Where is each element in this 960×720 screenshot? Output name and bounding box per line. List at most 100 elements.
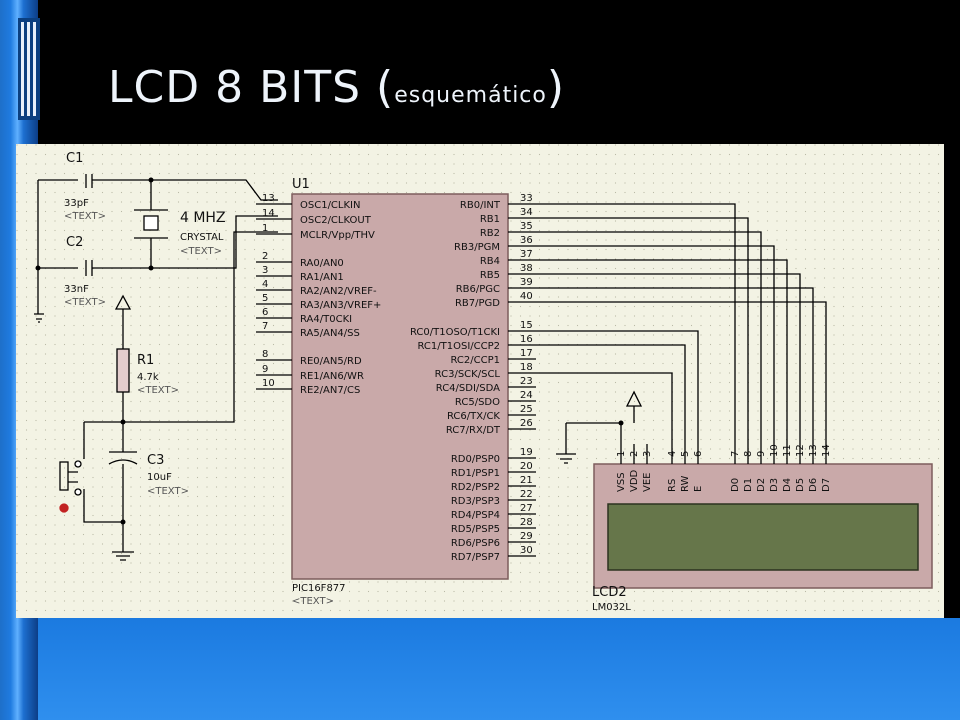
title-close: ) [546, 62, 566, 113]
bus-wire [536, 245, 775, 444]
r1-ref: R1 [137, 353, 154, 368]
pin-name: MCLR/Vpp/THV [300, 230, 375, 241]
pin-name: D2 [756, 478, 767, 492]
u1-text: <TEXT> [292, 596, 334, 607]
c2-value: 33nF [64, 284, 89, 295]
pin-number: 10 [262, 378, 275, 389]
pin-name: VSS [616, 472, 627, 492]
c1-text: <TEXT> [64, 211, 106, 222]
c3-text: <TEXT> [147, 486, 189, 497]
pin-name: RB7/PGD [455, 298, 500, 309]
u1-body [291, 193, 509, 580]
bus-wire [536, 231, 762, 444]
pin-number: 21 [520, 475, 533, 486]
pin-name: RC7/RX/DT [446, 425, 501, 436]
c3-value: 10uF [147, 472, 172, 483]
c1: C1 33pF <TEXT> [64, 151, 106, 222]
pin-number: 8 [262, 349, 268, 360]
pin-number: 7 [262, 321, 268, 332]
pin-name: RD2/PSP2 [451, 482, 500, 493]
lcd-pin-7: 7D0 [730, 444, 741, 492]
pin-number: 26 [520, 418, 533, 429]
pin-name: D5 [795, 478, 806, 492]
pin-name: RE0/AN5/RD [300, 356, 362, 367]
pin-name: D4 [782, 478, 793, 492]
data-bus-wires [536, 203, 827, 444]
pin-name: D7 [821, 478, 832, 492]
pin-name: RD1/PSP1 [451, 468, 500, 479]
pin-name: OSC1/CLKIN [300, 200, 360, 211]
lcd-screen [607, 503, 919, 571]
pin-name: RB5 [480, 270, 500, 281]
pin-number: 2 [262, 251, 268, 262]
pin-number: 39 [520, 277, 533, 288]
pin-number: 12 [795, 444, 806, 457]
pin-number: 18 [520, 362, 533, 373]
lcd-pin-5: 5RW [680, 444, 691, 492]
pin-number: 17 [520, 348, 533, 359]
u1-ref: U1 [292, 177, 310, 192]
pin-number: 30 [520, 545, 533, 556]
pin-number: 13 [808, 444, 819, 457]
c2: C2 33nF <TEXT> [64, 235, 106, 308]
bus-wire [536, 259, 788, 444]
bus-wire [536, 273, 801, 444]
pin-number: 8 [743, 451, 754, 457]
pin-number: 38 [520, 263, 533, 274]
pin-number: 3 [262, 265, 268, 276]
pin-name: OSC2/CLKOUT [300, 215, 372, 226]
lcd-pin-4: 4RS [667, 444, 678, 492]
pin-name: RC0/T1OSO/T1CKI [410, 327, 500, 338]
pin-name: RB6/PGC [456, 284, 500, 295]
pin-name: RE1/AN6/WR [300, 371, 364, 382]
lcd-part: LM032L [592, 602, 631, 613]
title-main: LCD 8 BITS ( [108, 62, 395, 113]
bus-wire [536, 203, 736, 444]
pin-name: RA5/AN4/SS [300, 328, 360, 339]
pin-name: RB1 [480, 214, 500, 225]
pin-number: 5 [262, 293, 268, 304]
pin-name: RC6/TX/CK [447, 411, 500, 422]
schematic-canvas: C1 33pF <TEXT> C2 33nF <TEXT> 4 MHZ CRYS… [16, 144, 944, 618]
pin-name: RS [667, 479, 678, 492]
control-wire [536, 344, 686, 444]
pin-name: RD4/PSP4 [451, 510, 500, 521]
pin-number: 37 [520, 249, 533, 260]
r1-text: <TEXT> [137, 385, 179, 396]
pin-number: 1 [262, 223, 268, 234]
pin-number: 16 [520, 334, 533, 345]
c3: C3 10uF <TEXT> [147, 453, 189, 497]
pin-number: 14 [262, 208, 275, 219]
pin-name: D1 [743, 478, 754, 492]
control-wire [536, 330, 699, 444]
pin-name: RD0/PSP0 [451, 454, 500, 465]
crystal-freq: 4 MHZ [180, 210, 226, 226]
pin-name: RA3/AN3/VREF+ [300, 300, 381, 311]
reset-circuit [59, 231, 278, 561]
pin-number: 24 [520, 390, 533, 401]
control-wire [536, 372, 673, 444]
